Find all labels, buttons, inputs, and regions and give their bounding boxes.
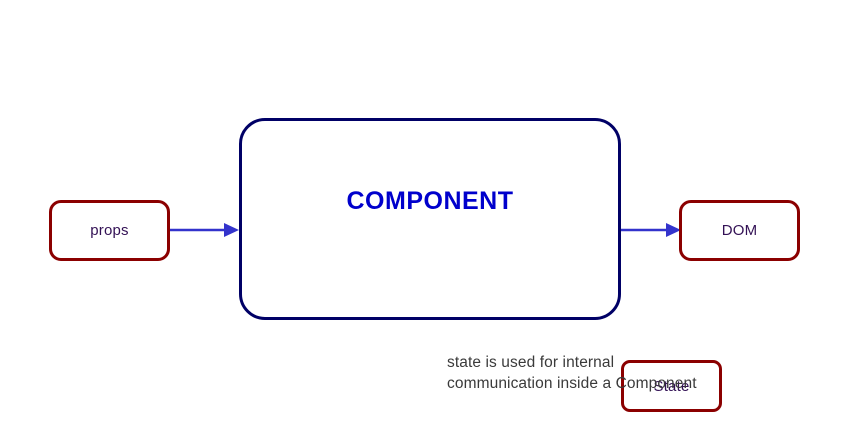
node-component[interactable]: COMPONENT State xyxy=(239,118,722,412)
node-props[interactable]: props xyxy=(49,200,170,261)
node-props-label: props xyxy=(90,222,129,239)
node-component-label: COMPONENT xyxy=(346,187,514,215)
caption-line-1: state is used for internal xyxy=(447,354,615,371)
caption: state is used for internal communication… xyxy=(447,352,807,394)
node-state-label: State xyxy=(653,377,690,395)
node-dom-label: DOM xyxy=(721,222,758,239)
props-to-component-arrow xyxy=(170,223,239,237)
node-state[interactable]: State xyxy=(621,360,722,412)
component-to-dom-arrow xyxy=(621,223,681,237)
node-dom[interactable]: DOM xyxy=(679,200,800,261)
arrow-head xyxy=(666,223,681,237)
caption-line-2: communication inside a Component xyxy=(447,375,697,392)
arrow-head xyxy=(224,223,239,237)
